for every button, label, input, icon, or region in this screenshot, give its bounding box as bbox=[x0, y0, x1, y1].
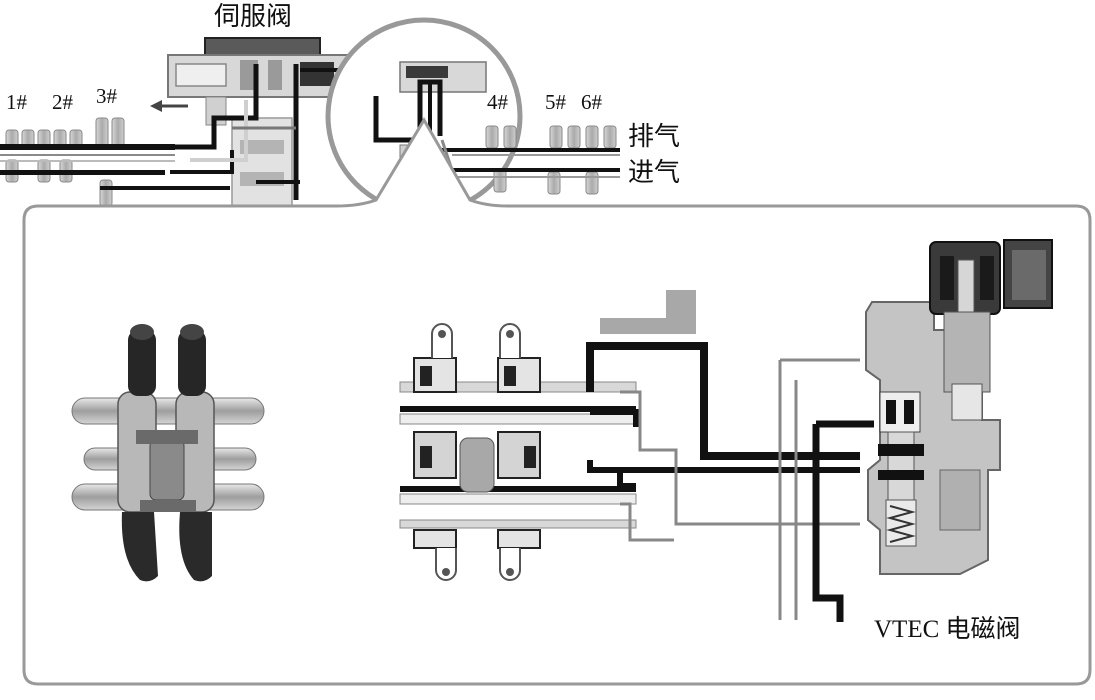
rocker-arm-assembly bbox=[71, 324, 265, 582]
intake-label: 进气 bbox=[628, 158, 681, 187]
servo-oil-paths bbox=[170, 64, 338, 200]
cylinder-3-label: 3# bbox=[96, 84, 117, 108]
exhaust-label: 排气 bbox=[628, 122, 681, 151]
oil-reservoir-blocks bbox=[600, 290, 696, 334]
cylinder-5-label: 5# bbox=[545, 90, 566, 114]
servo-valve-block bbox=[167, 37, 349, 209]
flow-arrow-icon bbox=[150, 100, 188, 112]
cylinder-1-label: 1# bbox=[6, 90, 27, 114]
main-oil-circuit bbox=[586, 342, 874, 622]
cylinder-6-label: 6# bbox=[581, 90, 602, 114]
shaft-cross-section bbox=[399, 323, 637, 581]
zoom-panel bbox=[22, 117, 1092, 686]
vtec-solenoid-body bbox=[865, 239, 1053, 575]
cylinder-4-label: 4# bbox=[487, 90, 508, 114]
right-bank-oil-rails bbox=[452, 148, 620, 178]
cylinder-2-label: 2# bbox=[52, 90, 73, 114]
top-overview bbox=[0, 17, 620, 215]
left-bank-oil-rails bbox=[0, 144, 175, 190]
servo-valve-label: 伺服阀 bbox=[214, 2, 293, 31]
vtec-solenoid-label: VTEC 电磁阀 bbox=[874, 616, 1021, 643]
